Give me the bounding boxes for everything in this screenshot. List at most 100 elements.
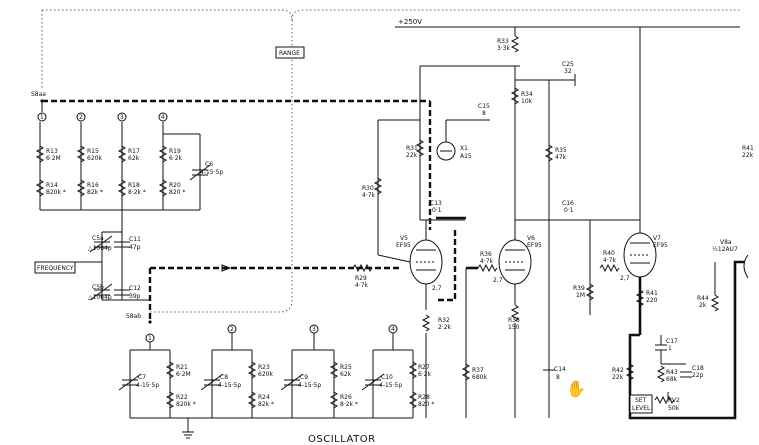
r30-value: 4·7k (362, 192, 376, 199)
c18-value: 22p (692, 372, 704, 379)
r37-value: 680k (472, 374, 487, 381)
r43-resistor (656, 365, 666, 383)
r20-value: 820 * (169, 189, 185, 196)
c7-value: 4-15·5p (136, 382, 159, 389)
c15-label: C15 (478, 103, 490, 110)
r17-value: 62k (128, 155, 140, 162)
r41-right-label: R41 (742, 145, 754, 152)
r34-label: R34 (521, 91, 533, 98)
r33-label: R33 (497, 38, 509, 45)
v7-type: EF95 (653, 242, 668, 249)
c9-value: 4-15·5p (298, 382, 321, 389)
r25-value: 62k (340, 371, 352, 378)
c17-label: C17 (666, 338, 678, 345)
c10-value: 4-15·5p (379, 382, 402, 389)
c6-value: 4-15·5p (200, 169, 223, 176)
r20-label: R20 (169, 182, 181, 189)
position-4-top: 4 (161, 114, 165, 121)
r42-label: R42 (612, 367, 624, 374)
r43-label: R43 (666, 369, 678, 376)
c13-label: C13 (430, 200, 442, 207)
c12-value: 39p (129, 293, 141, 300)
r42-value: 22k (612, 374, 624, 381)
r29-resistor (352, 263, 373, 273)
r31-label: R31 (406, 145, 418, 152)
r41-value: 220 (646, 297, 658, 304)
r27-label: R27 (418, 364, 430, 371)
r24-label: R24 (258, 394, 270, 401)
c25-value: 32 (564, 68, 572, 75)
set-level-control[interactable] (629, 394, 653, 414)
frequency-label-box[interactable] (34, 261, 76, 274)
v6-pin-27: 2,7 (493, 277, 503, 284)
c7-label: C7 (138, 374, 146, 381)
v7-pin-27: 2,7 (620, 275, 630, 282)
r14-label: R14 (46, 182, 58, 189)
v5-label: V5 (400, 235, 408, 242)
position-2-bottom: 2 (230, 326, 234, 333)
v5-valve (409, 220, 443, 310)
x1-value: A15 (460, 153, 472, 160)
position-4-bottom: 4 (391, 326, 395, 333)
c18-label: C18 (692, 365, 704, 372)
r34-resistor (510, 87, 520, 105)
r18-value: 8·2k * (128, 189, 146, 196)
r34-value: 10k (521, 98, 533, 105)
position-3-top: 3 (120, 114, 124, 121)
v6-valve (498, 66, 532, 305)
r26-label: R26 (340, 394, 352, 401)
c14-label: C14 (554, 366, 566, 373)
r44-label: R44 (697, 295, 709, 302)
switch-s8aa-label: S8aa (31, 91, 46, 98)
position-markers-bottom (145, 324, 398, 343)
set-level-line1: SET (635, 397, 647, 404)
r29-value: 4·7k (355, 282, 369, 289)
r19-value: 6·2k (169, 155, 183, 162)
c8-value: 4-15·5p (218, 382, 241, 389)
range-label: RANGE (279, 50, 300, 57)
signal-arrow (221, 264, 232, 272)
c9-label: C9 (300, 374, 308, 381)
hand-cursor-icon: ✋ (566, 379, 586, 398)
c8-label: C8 (220, 374, 228, 381)
bottom-bank-wiring (118, 333, 418, 439)
rv2-label: RV2 (668, 397, 680, 404)
switch-s8ab-node (148, 320, 152, 324)
r37-resistor (461, 363, 471, 381)
r39-value: 1M (576, 292, 585, 299)
r38-label: R38 (508, 317, 520, 324)
position-markers-top (37, 112, 168, 122)
c17-value: 1 (668, 345, 672, 352)
r19-label: R19 (169, 148, 181, 155)
v5-type: EF95 (396, 242, 411, 249)
rv2-resistor (654, 395, 675, 405)
c5b-label: C5b (92, 284, 104, 291)
range-switch-enclosure (41, 9, 740, 313)
r30-label: R30 (362, 185, 374, 192)
c6-label: C6 (205, 161, 213, 168)
supply-label: +250V (398, 18, 422, 26)
v7-label: V7 (653, 235, 661, 242)
v8a-label: V8a (720, 239, 732, 246)
r36-resistor (477, 263, 498, 273)
c14-value: 8 (556, 374, 560, 381)
range-label-box[interactable] (275, 46, 305, 59)
r27-value: 6·2k (418, 371, 432, 378)
r39-label: R39 (573, 285, 585, 292)
set-level-line2: LEVEL (632, 405, 651, 412)
r32-resistor (421, 314, 431, 332)
r42-resistor (625, 363, 635, 381)
r13-label: R13 (46, 148, 58, 155)
r44-value: 2k (699, 302, 707, 309)
r36-value: 4·7k (480, 258, 494, 265)
c5b-value: △1064p (88, 294, 112, 301)
r23-value: 620k (258, 371, 273, 378)
r23-label: R23 (258, 364, 270, 371)
v7-valve (623, 27, 657, 335)
r21-value: 6·2M (176, 371, 191, 378)
switch-s8ab-label: S8ab (126, 313, 141, 320)
r16-label: R16 (87, 182, 99, 189)
c11-value: 47p (129, 244, 141, 251)
r35-label: R35 (555, 147, 567, 154)
